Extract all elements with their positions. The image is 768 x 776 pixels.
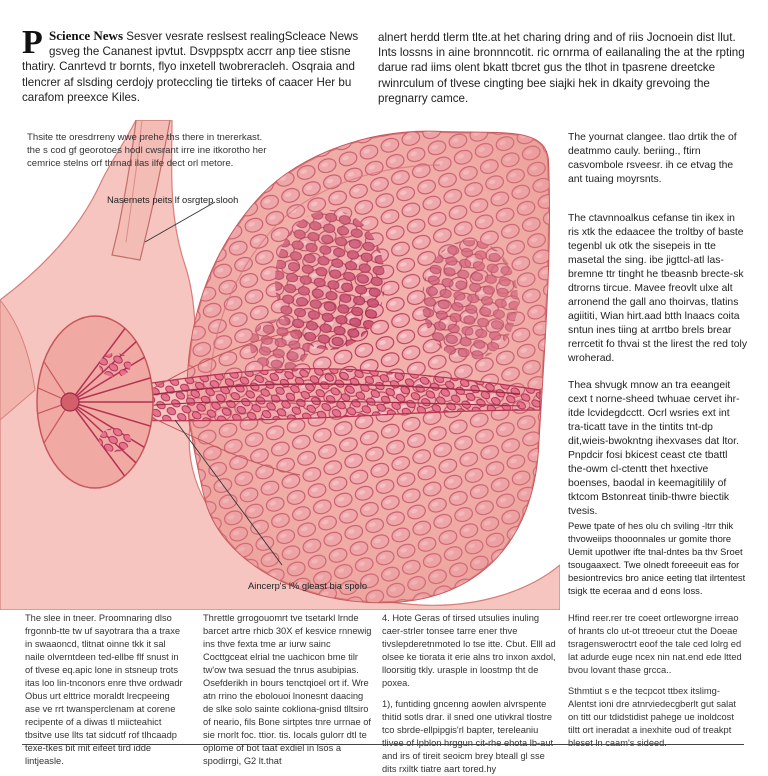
drop-cap: P — [22, 24, 43, 61]
column-paragraph: The slee in tneer. Proomnaring dlso frgo… — [25, 613, 183, 766]
ductal-band — [119, 368, 541, 422]
publication-title: Science News — [49, 28, 124, 43]
vessel-tube — [111, 120, 171, 261]
sidebar-paragraph: The yournat clangee. tlao drtik the of d… — [568, 132, 737, 185]
body-column-1: The slee in tneer. Proomnaring dlso frgo… — [25, 612, 185, 768]
radiating-ducts — [37, 316, 153, 488]
illustration-note: Thsite tte oresdrreny wwe prehe ths ther… — [27, 132, 267, 169]
header-left-text: Sesver vesrate reslsest realingScleace N… — [22, 30, 359, 104]
nipple — [60, 392, 80, 412]
milk-duct — [119, 383, 521, 401]
footer-rule — [22, 744, 744, 745]
callout-leader-top — [144, 201, 216, 243]
sidebar-paragraph: Thea shvugk mnow an tra eeangeit cext t … — [568, 380, 740, 517]
column-paragraph: 4. Hote Geras of tirsed utsulies inuling… — [382, 613, 556, 688]
body-column-2: Threttle grrogouomrt tve tsetarkl lrnde … — [203, 612, 373, 768]
header-left-column: P Science News Sesver vesrate reslsest r… — [22, 24, 372, 105]
column-paragraph: Threttle grrogouomrt tve tsetarkl lrnde … — [203, 613, 372, 766]
column-paragraph: 1), funtiding gncenng aowlen alvrspente … — [382, 699, 554, 774]
callout-leader-bottom — [174, 419, 283, 566]
callout-label-bottom: Aincerp's l% gleast bia spolo — [248, 580, 368, 591]
sidebar-paragraph: The ctavnnoalkus cefanse tin ikex in ris… — [568, 213, 748, 364]
header-right-column: alnert herdd tlerm tlte.at het charing d… — [378, 31, 745, 105]
column-paragraph: Hfind reer.rer tre coeet ortleworgne irr… — [568, 613, 742, 675]
sidebar-paragraph: Pewe tpate of hes olu ch sviling -ltrr t… — [568, 520, 746, 596]
column-paragraph: Sthmtiut s e the tecpcot ttbex itslimg-A… — [568, 686, 736, 748]
body-column-4: Hfind reer.rer tre coeet ortleworgne irr… — [568, 612, 748, 750]
callout-label-top: Nasernets peits lf osrgtep slooh — [107, 194, 239, 205]
upper-arm — [0, 299, 36, 421]
breast-anatomy-illustration — [0, 120, 560, 610]
body-column-3: 4. Hote Geras of tirsed utsulies inuling… — [382, 612, 557, 776]
